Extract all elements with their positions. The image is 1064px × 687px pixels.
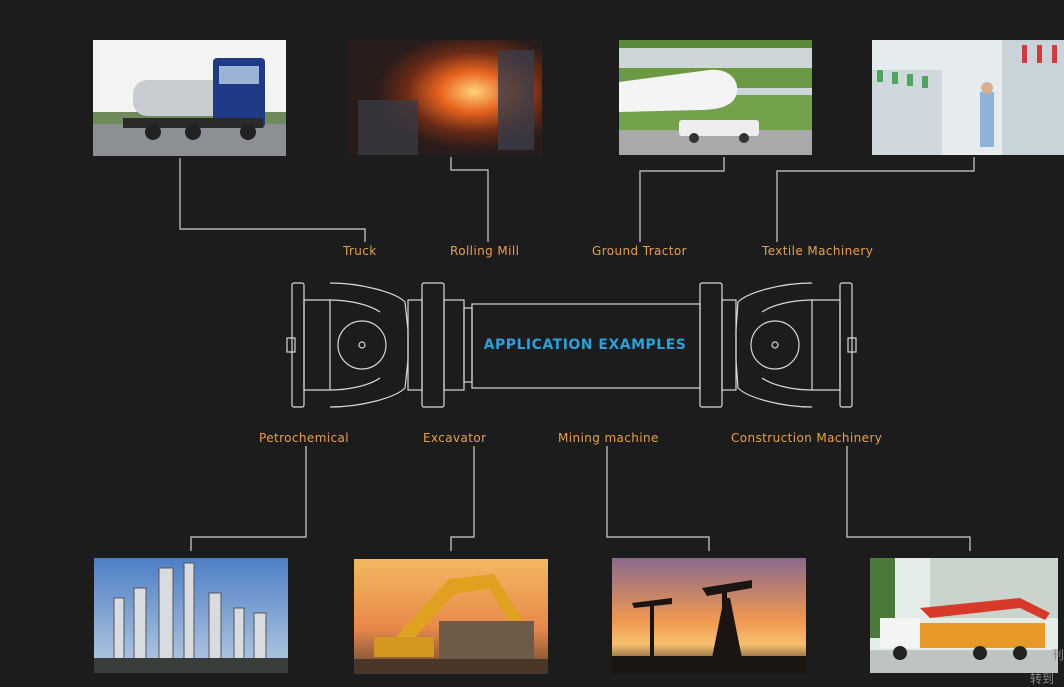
construction-machinery-photo: [870, 558, 1058, 673]
label-mining-machine: Mining machine: [558, 431, 659, 445]
label-petrochemical: Petrochemical: [259, 431, 350, 445]
label-excavator: Excavator: [423, 431, 487, 445]
label-rolling-mill: Rolling Mill: [450, 244, 520, 258]
textile-machinery-photo: [872, 40, 1064, 155]
label-truck: Truck: [343, 244, 377, 258]
label-textile-machinery: Textile Machinery: [762, 244, 874, 258]
label-ground-tractor: Ground Tractor: [592, 244, 687, 258]
mining-machine-photo: [612, 558, 806, 673]
ground-tractor-photo: [619, 40, 812, 155]
excavator-photo: [354, 559, 548, 674]
truck-photo: [93, 40, 286, 156]
watermark-text-2: 转到: [1030, 672, 1055, 686]
rolling-mill-photo: [348, 40, 542, 155]
watermark-text-1: 刊: [1052, 648, 1064, 662]
petrochemical-photo: [94, 558, 288, 673]
application-examples-title: APPLICATION EXAMPLES: [483, 337, 687, 353]
label-construction-machinery: Construction Machinery: [731, 431, 883, 445]
